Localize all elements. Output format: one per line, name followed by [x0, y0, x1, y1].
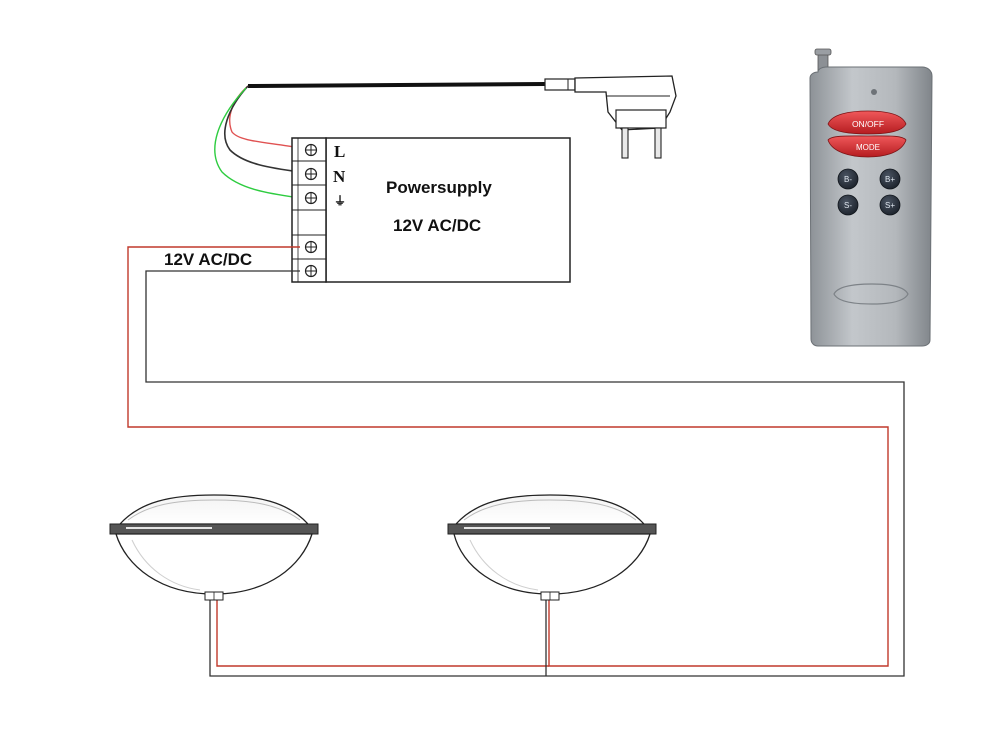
led-indicator-icon: [871, 89, 877, 95]
terminal-block: [291, 137, 327, 283]
on-off-button[interactable]: ON/OFF: [827, 110, 907, 135]
mode-button[interactable]: MODE: [827, 135, 907, 158]
screw-icon: [304, 191, 318, 205]
mains-cable: [214, 82, 546, 199]
mains-plug: [544, 75, 677, 159]
key-label: B-: [844, 175, 852, 184]
terminal-label-earth: ⏚: [334, 194, 346, 208]
screw-icon: [304, 240, 318, 254]
battery-cover: [833, 283, 909, 305]
remote-control: ON/OFF MODE B- B+ S- S+: [809, 48, 933, 347]
output-voltage-label: 12V AC/DC: [164, 250, 252, 269]
power-supply-box: [325, 137, 571, 283]
key-label: S-: [844, 201, 852, 210]
output-wire-black: [145, 270, 905, 677]
screw-icon: [304, 264, 318, 278]
power-supply-voltage: 12V AC/DC: [393, 216, 481, 235]
brightness-up-button[interactable]: B+: [879, 168, 901, 190]
key-label: B+: [885, 175, 895, 184]
speed-down-button[interactable]: S-: [837, 194, 859, 216]
terminal-label-l: L: [334, 142, 345, 161]
terminal-label-n: N: [333, 167, 346, 186]
power-supply-title: Powersupply: [386, 178, 492, 197]
pool-lamp: [109, 494, 319, 601]
output-wire-red: [127, 246, 889, 667]
speed-up-button[interactable]: S+: [879, 194, 901, 216]
brightness-down-button[interactable]: B-: [837, 168, 859, 190]
on-off-label: ON/OFF: [852, 119, 884, 129]
screw-icon: [304, 143, 318, 157]
mode-label: MODE: [856, 143, 880, 152]
key-label: S+: [885, 201, 895, 210]
pool-lamp: [447, 494, 657, 601]
screw-icon: [304, 167, 318, 181]
